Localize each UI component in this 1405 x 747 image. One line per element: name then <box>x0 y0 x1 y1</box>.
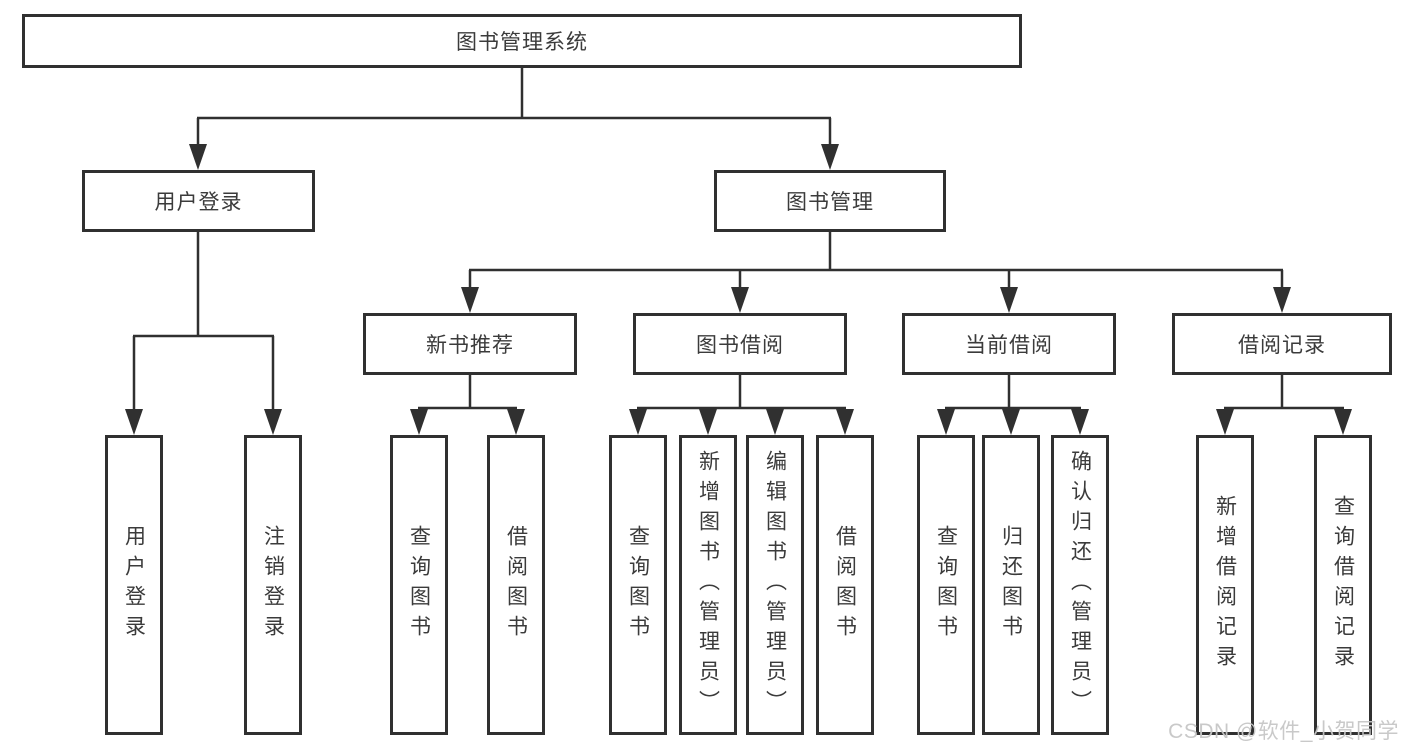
node-book-management-label: 图书管理 <box>786 191 874 214</box>
node-new-book-recommend-label: 新书推荐 <box>426 334 514 357</box>
node-leaf-add-borrow-record-label: 新增借阅记录 <box>1213 495 1237 675</box>
arrow-down <box>629 409 647 435</box>
connector-book-borrow-to-leaves <box>629 375 854 435</box>
arrow-down <box>1002 409 1020 435</box>
arrow-down <box>410 409 428 435</box>
arrow-down <box>699 409 717 435</box>
node-leaf-query-books-borrow: 查询图书 <box>609 435 667 735</box>
node-leaf-logout-label: 注销登录 <box>261 525 285 645</box>
node-leaf-query-books-current-label: 查询图书 <box>934 525 958 645</box>
node-borrowing-records-label: 借阅记录 <box>1238 334 1326 357</box>
node-book-borrowing: 图书借阅 <box>633 313 847 375</box>
node-book-borrowing-label: 图书借阅 <box>696 334 784 357</box>
node-leaf-borrow-books: 借阅图书 <box>816 435 874 735</box>
arrow-down <box>1000 287 1018 313</box>
node-user-login: 用户登录 <box>82 170 315 232</box>
arrow-down <box>821 144 839 170</box>
node-leaf-borrow-books-recommend: 借阅图书 <box>487 435 545 735</box>
node-book-management: 图书管理 <box>714 170 946 232</box>
connector-new-book-to-leaves <box>410 375 525 435</box>
arrow-down <box>507 409 525 435</box>
node-leaf-query-borrow-record-label: 查询借阅记录 <box>1331 495 1355 675</box>
arrow-down <box>766 409 784 435</box>
node-current-borrowing-label: 当前借阅 <box>965 334 1053 357</box>
node-leaf-logout: 注销登录 <box>244 435 302 735</box>
connector-borrow-records-to-leaves <box>1216 375 1352 435</box>
arrow-down <box>1273 287 1291 313</box>
node-leaf-confirm-return-admin: 确认归还（管理员） <box>1051 435 1109 735</box>
connector-book-mgmt-to-level3 <box>461 232 1291 313</box>
node-leaf-query-books-current: 查询图书 <box>917 435 975 735</box>
arrow-down <box>731 287 749 313</box>
node-leaf-edit-books-admin: 编辑图书（管理员） <box>746 435 804 735</box>
arrow-down <box>125 409 143 435</box>
connector-user-login-to-leaves <box>125 232 282 435</box>
node-current-borrowing: 当前借阅 <box>902 313 1116 375</box>
connector-current-borrow-to-leaves <box>937 375 1089 435</box>
arrow-down <box>189 144 207 170</box>
node-borrowing-records: 借阅记录 <box>1172 313 1392 375</box>
arrow-down <box>937 409 955 435</box>
node-leaf-add-books-admin-label: 新增图书（管理员） <box>696 450 720 720</box>
node-library-system: 图书管理系统 <box>22 14 1022 68</box>
arrow-down <box>1334 409 1352 435</box>
arrow-down <box>1071 409 1089 435</box>
node-library-system-label: 图书管理系统 <box>456 31 588 54</box>
node-leaf-query-books-recommend-label: 查询图书 <box>407 525 431 645</box>
node-new-book-recommend: 新书推荐 <box>363 313 577 375</box>
arrow-down <box>836 409 854 435</box>
csdn-watermark: CSDN @软件_小贺同学 <box>1168 720 1399 743</box>
node-user-login-label: 用户登录 <box>154 191 243 214</box>
arrow-down <box>264 409 282 435</box>
node-leaf-confirm-return-admin-label: 确认归还（管理员） <box>1068 450 1092 720</box>
node-leaf-borrow-books-recommend-label: 借阅图书 <box>504 525 528 645</box>
node-leaf-user-login: 用户登录 <box>105 435 163 735</box>
node-leaf-add-books-admin: 新增图书（管理员） <box>679 435 737 735</box>
arrow-down <box>1216 409 1234 435</box>
node-leaf-borrow-books-label: 借阅图书 <box>833 525 857 645</box>
node-leaf-return-books: 归还图书 <box>982 435 1040 735</box>
node-leaf-return-books-label: 归还图书 <box>999 525 1023 645</box>
node-leaf-edit-books-admin-label: 编辑图书（管理员） <box>763 450 787 720</box>
node-leaf-query-books-borrow-label: 查询图书 <box>626 525 650 645</box>
arrow-down <box>461 287 479 313</box>
node-leaf-add-borrow-record: 新增借阅记录 <box>1196 435 1254 735</box>
node-leaf-user-login-label: 用户登录 <box>122 525 146 645</box>
node-leaf-query-books-recommend: 查询图书 <box>390 435 448 735</box>
connector-root-to-level2 <box>189 68 839 170</box>
node-leaf-query-borrow-record: 查询借阅记录 <box>1314 435 1372 735</box>
